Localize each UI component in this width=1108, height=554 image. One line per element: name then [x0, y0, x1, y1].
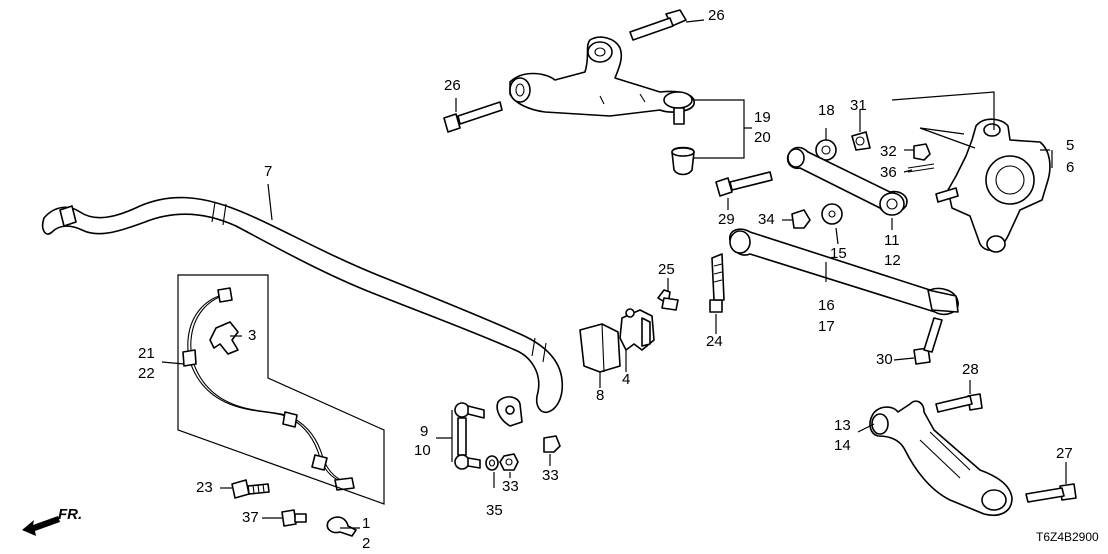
nut-33-b[interactable] — [543, 435, 561, 453]
callout-16: 16 — [818, 297, 835, 314]
bar-link-bracket[interactable] — [496, 396, 523, 427]
callout-11: 11 — [884, 232, 900, 249]
callout-13: 13 — [834, 417, 851, 434]
bolt-26-a[interactable] — [629, 9, 687, 41]
bolt-27[interactable] — [1025, 483, 1077, 503]
callout-27: 27 — [1056, 445, 1073, 462]
wheel-speed-sensor[interactable] — [182, 287, 355, 491]
nut-34[interactable] — [791, 209, 811, 229]
bolt-29[interactable] — [715, 171, 773, 197]
clamp[interactable] — [326, 516, 357, 537]
bolt-24[interactable] — [709, 253, 725, 313]
callout-8: 8 — [596, 387, 605, 404]
stabilizer-bar[interactable] — [41, 196, 564, 414]
cotter-pin-36[interactable] — [907, 163, 935, 173]
ball-joint-boot[interactable] — [671, 146, 695, 176]
callout-35: 35 — [486, 502, 503, 519]
callout-23: 23 — [196, 479, 213, 496]
callout-26-top: 26 — [708, 7, 725, 24]
bolt-23[interactable] — [231, 479, 270, 499]
front-direction-label: FR. — [58, 506, 83, 523]
callout-9: 9 — [420, 423, 429, 440]
bolt-37[interactable] — [281, 509, 307, 527]
callout-1: 1 — [362, 515, 371, 532]
callout-14: 14 — [834, 437, 851, 454]
callout-26-left: 26 — [444, 77, 461, 94]
upper-control-arm[interactable] — [509, 36, 695, 125]
stabilizer-link[interactable] — [454, 402, 485, 470]
callout-33-a: 33 — [502, 478, 519, 495]
callout-15: 15 — [830, 245, 847, 262]
diagram-code: T6Z4B2900 — [1036, 530, 1099, 544]
callout-2: 2 — [362, 535, 371, 552]
callout-19: 19 — [754, 109, 771, 126]
upper-link-arm[interactable] — [786, 146, 908, 216]
callout-7: 7 — [264, 163, 273, 180]
callout-28: 28 — [962, 361, 979, 378]
bolt-25[interactable] — [657, 289, 679, 311]
callout-25: 25 — [658, 261, 675, 278]
nut-32[interactable] — [913, 143, 931, 161]
callout-21: 21 — [138, 345, 155, 362]
callout-34: 34 — [758, 211, 775, 228]
bolt-30[interactable] — [913, 317, 943, 365]
callout-22: 22 — [138, 365, 155, 382]
callout-31: 31 — [850, 97, 867, 114]
leader-lines — [161, 19, 1067, 529]
callout-37: 37 — [242, 509, 259, 526]
trailing-arm[interactable] — [869, 400, 1013, 516]
lower-link-arm[interactable] — [729, 228, 959, 316]
callout-18: 18 — [818, 102, 835, 119]
sensor-group-outline — [177, 274, 385, 505]
callout-20: 20 — [754, 129, 771, 146]
bushing-31[interactable] — [851, 131, 871, 151]
callout-36: 36 — [880, 164, 897, 181]
knuckle[interactable] — [935, 118, 1051, 253]
front-direction-arrow — [22, 516, 60, 536]
sensor-clip[interactable] — [209, 321, 239, 355]
nut-33-a[interactable] — [499, 453, 519, 471]
callout-32: 32 — [880, 143, 897, 160]
callout-33-b: 33 — [542, 467, 559, 484]
washer-35[interactable] — [485, 455, 499, 471]
bushing-holder[interactable] — [619, 308, 655, 351]
callout-10: 10 — [414, 442, 431, 459]
washer-15[interactable] — [821, 203, 843, 225]
callout-29: 29 — [718, 211, 735, 228]
callout-30: 30 — [876, 351, 893, 368]
callout-4: 4 — [622, 371, 631, 388]
callout-5: 5 — [1066, 137, 1075, 154]
callout-17: 17 — [818, 318, 835, 335]
callout-3: 3 — [248, 327, 257, 344]
callout-24: 24 — [706, 333, 723, 350]
bolt-26-b[interactable] — [443, 101, 503, 133]
callout-6: 6 — [1066, 159, 1075, 176]
bolt-28[interactable] — [935, 393, 983, 413]
stabilizer-bushing[interactable] — [579, 323, 621, 373]
callout-12: 12 — [884, 252, 901, 269]
